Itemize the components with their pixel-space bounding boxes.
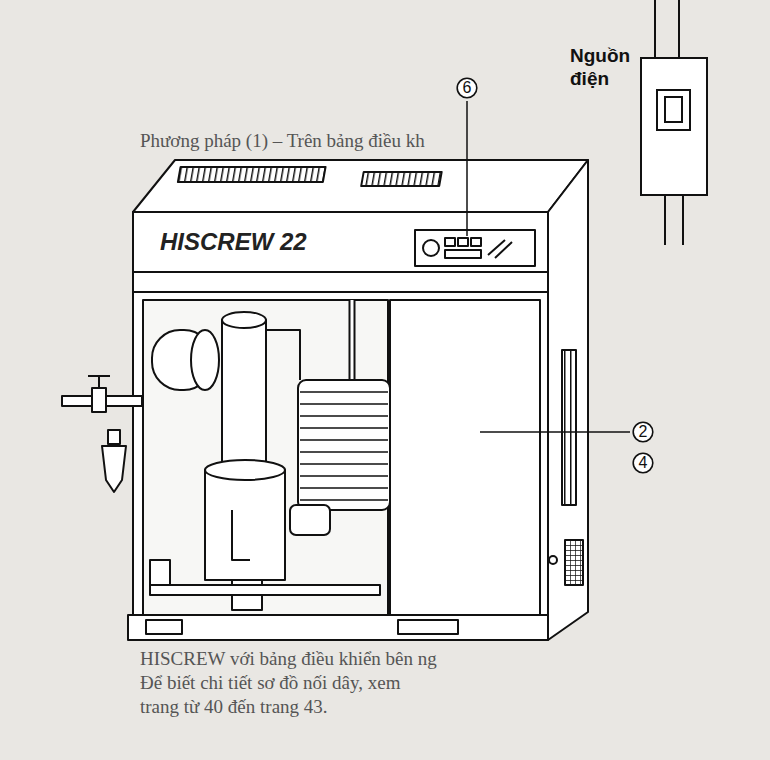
- power-label: Nguồn điện: [570, 44, 638, 90]
- callout-number: 2: [632, 421, 654, 443]
- callout-number: 6: [456, 77, 478, 99]
- page-text: HISCREW với bảng điều khiển bên ng: [140, 648, 437, 670]
- callout-number: 4: [632, 452, 654, 474]
- callout-number: 4: [632, 452, 654, 474]
- callout-number: 2: [632, 421, 654, 443]
- page-text: Để biết chi tiết sơ đồ nối dây, xem: [140, 672, 401, 694]
- page-text: Phương pháp (1) – Trên bảng điều kh: [140, 130, 425, 152]
- page-text: trang từ 40 đến trang 43.: [140, 696, 328, 718]
- switch-box: [570, 44, 712, 200]
- power-supply: Nguồn điện: [570, 44, 712, 200]
- callout-number: 6: [456, 77, 478, 99]
- brand-name: HISCREW 22: [160, 228, 307, 256]
